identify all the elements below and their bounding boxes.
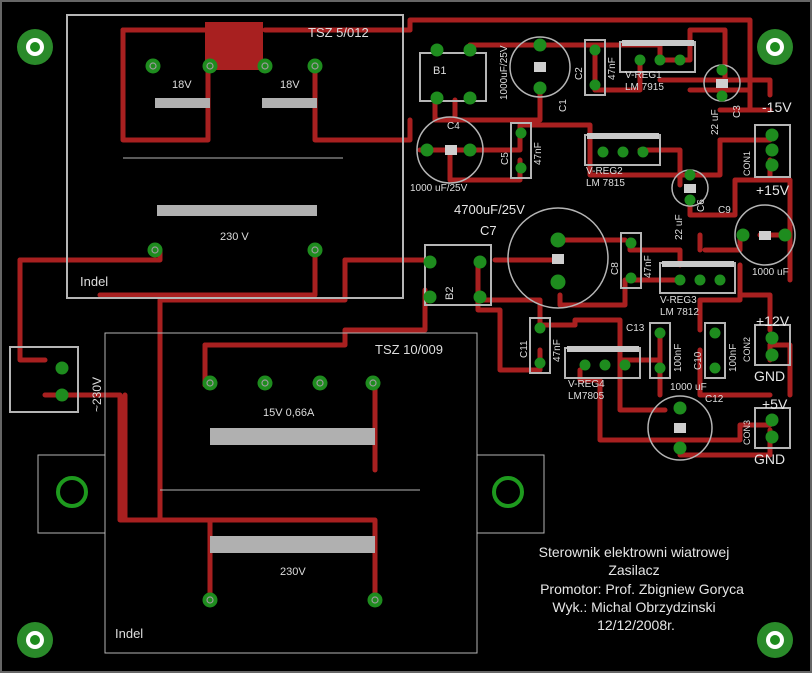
vreg1-label: V-REG1 xyxy=(625,70,662,81)
c7-value-label: 4700uF/25V xyxy=(454,202,525,217)
con3-label: CON3 xyxy=(742,420,752,445)
c1-label: C1 xyxy=(558,99,569,112)
output-pos15-label: +15V xyxy=(756,182,790,198)
mains-label: ~230V xyxy=(90,377,104,412)
b2-label: B2 xyxy=(444,287,456,300)
c6-value-label: 22 uF xyxy=(674,214,685,240)
c9-value-label: 1000 uF xyxy=(752,267,789,278)
c10-value-label: 100nF xyxy=(728,344,739,372)
title-line-3: Promotor: Prof. Zbigniew Goryca xyxy=(540,581,744,597)
copper-pads xyxy=(55,38,792,608)
c12-value-label: 1000 uF xyxy=(670,382,707,393)
vreg2-label: V-REG2 xyxy=(586,166,623,177)
c13-value-label: 100nF xyxy=(673,344,684,372)
mounting-holes xyxy=(17,29,793,658)
c1-value-label: 1000uF/25V xyxy=(499,45,510,100)
title-line-2: Zasilacz xyxy=(608,562,659,578)
winding-bars xyxy=(155,98,375,553)
c5-value-label: 47nF xyxy=(533,142,544,165)
t2-secondary-label: 15V 0,66A xyxy=(263,407,315,419)
output-pos12-label: +12V xyxy=(756,313,790,329)
vreg2-type-label: LM 7815 xyxy=(586,178,625,189)
c2-value-label: 47nF xyxy=(607,57,618,80)
c11-value-label: 47nF xyxy=(552,339,563,362)
c4-value-label: 1000 uF/25V xyxy=(410,183,468,194)
c6-label: C6 xyxy=(696,199,707,212)
b1-label: B1 xyxy=(433,65,446,77)
t2-name-label: TSZ 10/009 xyxy=(375,342,443,357)
c8-value-label: 47nF xyxy=(643,255,654,278)
c5-label: C5 xyxy=(500,152,511,165)
c11-label: C11 xyxy=(519,340,530,358)
c13-label: C13 xyxy=(626,323,645,334)
vreg4-label: V-REG4 xyxy=(568,379,605,390)
output-gnd-a-label: GND xyxy=(754,368,785,384)
title-line-1: Sterownik elektrowni wiatrowej xyxy=(539,544,730,560)
c3-label: C3 xyxy=(732,105,743,118)
c7-label: C7 xyxy=(480,223,497,238)
vreg3-type-label: LM 7812 xyxy=(660,307,699,318)
con1-label: CON1 xyxy=(742,151,752,176)
c9-label: C9 xyxy=(718,205,731,216)
t2-maker-label: Indel xyxy=(115,626,143,641)
c2-label: C2 xyxy=(574,67,585,80)
t1-name-label: TSZ 5/012 xyxy=(308,25,369,40)
t2-primary-label: 230V xyxy=(280,566,306,578)
c12-label: C12 xyxy=(705,394,724,405)
output-gnd-b-label: GND xyxy=(754,451,785,467)
t1-maker-label: Indel xyxy=(80,274,108,289)
c4-label: C4 xyxy=(447,121,460,132)
vreg1-type-label: LM 7915 xyxy=(625,82,664,93)
c10-label: C10 xyxy=(693,351,704,370)
output-pos5-label: +5V xyxy=(762,396,788,412)
output-neg15-label: -15V xyxy=(762,99,792,115)
vreg3-label: V-REG3 xyxy=(660,295,697,306)
c8-label: C8 xyxy=(610,262,621,275)
t1-sec-right-label: 18V xyxy=(280,79,300,91)
title-line-5: 12/12/2008r. xyxy=(597,617,675,633)
regulator-tabs xyxy=(567,40,734,352)
t1-sec-left-label: 18V xyxy=(172,79,192,91)
c3-value-label: 22 uF xyxy=(710,109,721,135)
con2-label: CON2 xyxy=(742,337,752,362)
vreg4-type-label: LM7805 xyxy=(568,391,605,402)
t1-primary-label: 230 V xyxy=(220,231,249,243)
cap-polarity-marks xyxy=(445,62,771,433)
title-line-4: Wyk.: Michal Obrzydzinski xyxy=(552,599,715,615)
